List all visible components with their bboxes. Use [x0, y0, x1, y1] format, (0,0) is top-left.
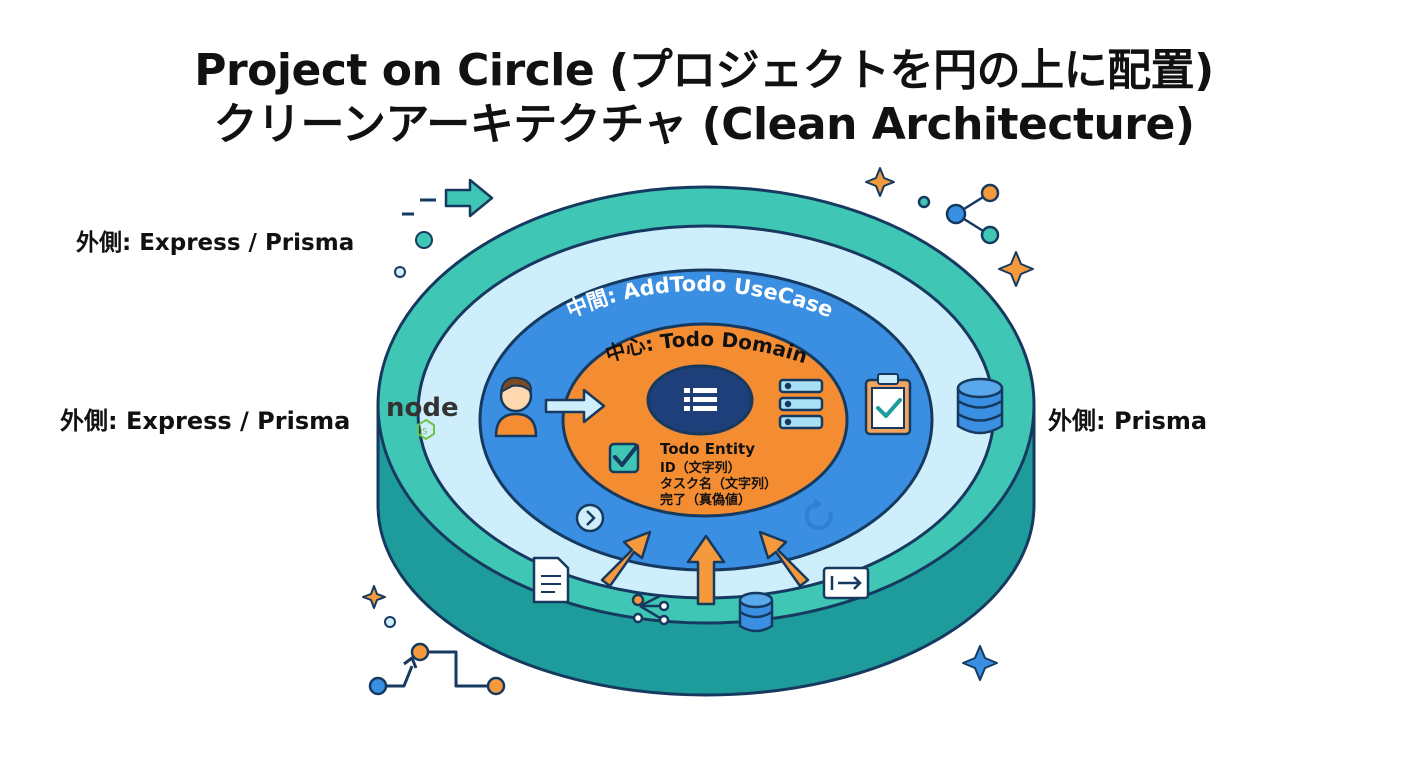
todo-entity: Todo Entity ID（文字列） タスク名（文字列） 完了（真偽値）: [660, 440, 777, 508]
flow-icon: [631, 593, 670, 626]
label-outer-mid-left: 外側: Express / Prisma: [60, 407, 351, 435]
arrow-right-icon: [544, 388, 606, 424]
entity-title: Todo Entity: [660, 440, 755, 458]
node-logo-icon: node JS: [386, 393, 459, 441]
page-title-line1: Project on Circle (プロジェクトを円の上に配置): [194, 45, 1214, 96]
node-logo-sub: JS: [419, 427, 427, 436]
checkbox-icon: [608, 442, 640, 474]
sparkle-icon: [362, 167, 1034, 681]
arrow-top-left-icon: [394, 178, 494, 278]
entity-field-name: タスク名（文字列）: [660, 476, 777, 492]
label-outer-right: 外側: Prisma: [1048, 407, 1208, 435]
document-icon: [532, 556, 570, 604]
circuit-icon: [368, 642, 506, 696]
share-icon: [917, 183, 1000, 245]
sparkle-top: [865, 167, 895, 197]
server-stack-icon: [778, 378, 824, 430]
up-arrows: [600, 530, 810, 606]
up-arrow-left: [600, 530, 652, 588]
refresh-icon: [804, 498, 833, 530]
user-avatar-icon: [494, 376, 538, 438]
label-outer-top-left: 外側: Express / Prisma: [76, 230, 355, 256]
chevron-circle-icon: [575, 503, 605, 533]
node-logo-text: node: [386, 393, 459, 423]
list-icon: [684, 388, 717, 411]
up-arrow-center: [686, 534, 726, 606]
sparkle-bottom-right: [962, 645, 998, 681]
clipboard-check-icon: [864, 373, 912, 436]
page-title-line2: クリーンアーキテクチャ (Clean Architecture): [213, 99, 1195, 150]
entity-field-done: 完了（真偽値）: [660, 492, 751, 508]
export-icon: [822, 566, 870, 600]
sparkle-bottom-left: [362, 585, 386, 609]
up-arrow-right: [758, 530, 810, 588]
database-icon: [956, 377, 1004, 435]
entity-field-id: ID（文字列）: [660, 460, 741, 476]
database-small-icon: [738, 591, 774, 633]
sparkle-right: [998, 251, 1034, 287]
